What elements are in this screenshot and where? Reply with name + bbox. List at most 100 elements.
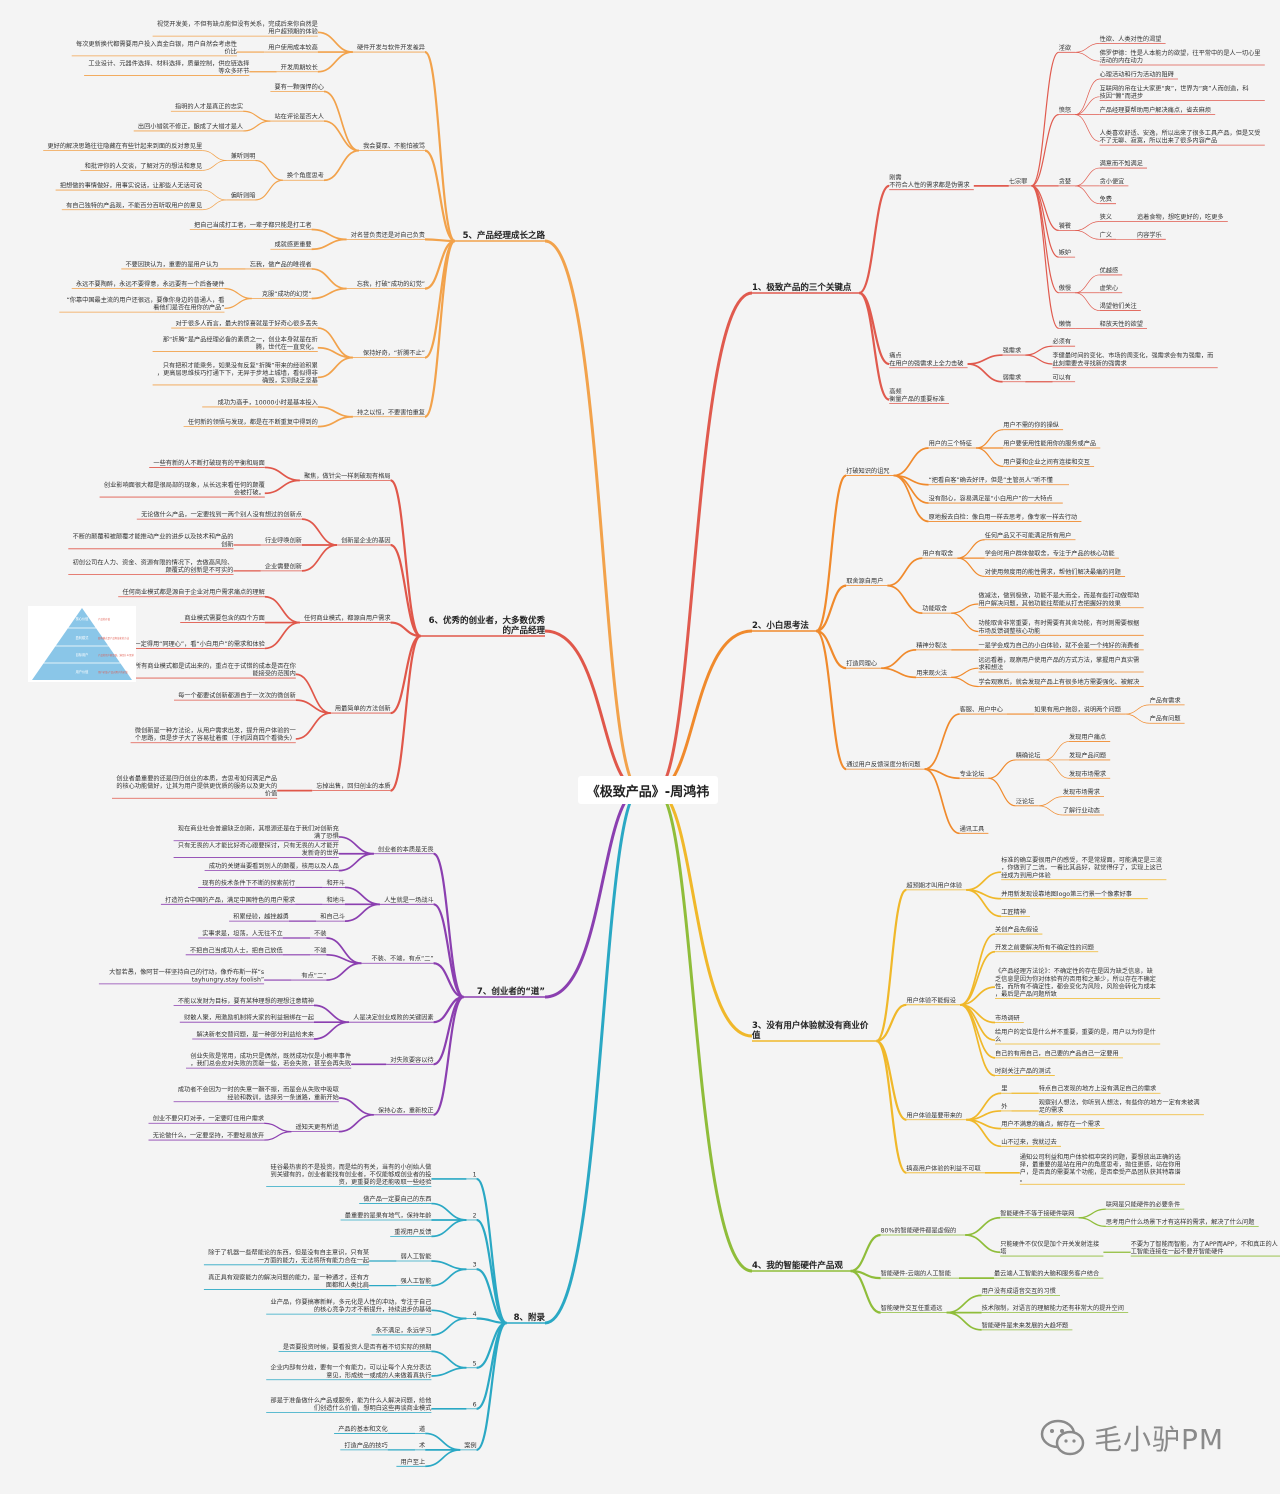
topic-node[interactable]: 里 [1001, 1086, 1007, 1093]
topic-node[interactable]: 3 [473, 1262, 477, 1269]
topic-node[interactable]: 除于了机器一些帮能论的东西，但是没有自主意识，只有某一方面的能力，无法将所有能力… [208, 1249, 369, 1265]
topic-node[interactable]: 对名誉负责还是对自己负责 [351, 231, 425, 239]
topic-node[interactable]: 七宗罪 [1009, 177, 1028, 185]
topic-node[interactable]: 通讯工具 [960, 825, 985, 833]
topic-node[interactable]: 5 [473, 1360, 477, 1367]
topic-node[interactable]: 产品经理要帮助用户解决痛点，省去麻烦 [1100, 106, 1211, 114]
topic-node[interactable]: 一些有新的人不断打破现有的平衡和局面 [153, 459, 264, 467]
topic-node[interactable]: 虚荣心 [1100, 284, 1119, 292]
topic-node[interactable]: 思考用户什么场景下才有这样的需求，解决了什么问题 [1106, 1218, 1255, 1226]
central-topic[interactable]: 《极致产品》-周鸿祎 [578, 776, 718, 804]
topic-node[interactable]: 贪婪 [1059, 177, 1071, 185]
topic-node[interactable]: 如果有用户抱怨，说明两个问题 [1034, 706, 1121, 714]
topic-node[interactable]: 标准的确立要很用户的感受，不是常规面，可能满足是三流，你做到了二流，一看比其品好… [1001, 856, 1162, 879]
topic-node[interactable]: 所有商业模式都是试出来的，重点在于试错的成本是否在你能接受的范围内 [135, 662, 296, 678]
topic-node[interactable]: 不要为了智能而智能，为了APP而APP，不和真正的人工智能连接在一起不要开智能硬… [1131, 1240, 1278, 1256]
topic-node[interactable]: 外 [1001, 1102, 1007, 1110]
topic-node[interactable]: 视觉开发美，不但有缺点能但没有关系，完成后来你自然是用户超预期的体验 [157, 20, 319, 36]
topic-node[interactable]: 用户体验是要带来的 [906, 1111, 962, 1119]
topic-node[interactable]: 要有一颗强悍的心 [275, 83, 325, 91]
topic-node[interactable]: 兼听则明 [231, 152, 256, 160]
topic-node[interactable]: 开发周期较长 [281, 63, 318, 71]
topic-node[interactable]: 聚焦，做针尖一样刺破现有格局 [304, 472, 391, 480]
topic-node[interactable]: 不装 [314, 929, 326, 937]
topic-node[interactable]: 初创公司在人力、资金、资源有限的情况下，去做高风险、颠覆式的创新是不可实的 [73, 559, 234, 575]
topic-node[interactable]: 换个角度思考 [287, 172, 324, 180]
topic-node[interactable]: 一是学会成为自己的小白体验，就不会是一个纯好的消费者 [979, 641, 1140, 649]
topic-node[interactable]: 打造产品的技巧 [344, 1441, 387, 1449]
topic-node[interactable]: 那是于准备做什么产品或服务，能为什么人解决问题，给他们创造什么价值，想明白这些再… [271, 1397, 432, 1413]
topic-node[interactable]: 任何产品又不可能满足所有用户 [985, 531, 1072, 539]
topic-node[interactable]: 李健最时间的变化、市场的周变化，强需求会有为强需，而此刻需要去寻找新的强需求 [1053, 352, 1214, 368]
topic-node[interactable]: 刚需不符合人性的需求都是伪需求 [889, 174, 969, 190]
topic-node[interactable]: 工业设计、元器件选择、材料选择，质量控制，供应链选择等众多环节 [88, 59, 250, 75]
topic-node[interactable]: 关创产品先假设 [995, 926, 1038, 934]
topic-node[interactable]: 技术限制，对语言的理解能力还有非常大的提升空间 [982, 1304, 1124, 1312]
topic-node[interactable]: 任何商业模式都是源自于企业对用户需求痛点的理解 [122, 588, 264, 596]
topic-node[interactable]: 贪小便宜 [1100, 177, 1125, 185]
topic-node[interactable]: 精神分裂法 [916, 641, 947, 649]
topic-node[interactable]: 成功者不会因为一时的失意一蹶不振，而是会从失败中吸取经验和教训，选择另一条道路，… [178, 1086, 339, 1102]
topic-node[interactable]: 痛点在用户的强需求上全力击破 [889, 352, 963, 368]
topic-node[interactable]: 狭义 [1100, 213, 1112, 221]
topic-node[interactable]: 产品有问题 [1150, 715, 1181, 723]
topic-node[interactable]: 用户不需的你的操纵 [1003, 421, 1059, 429]
topic-node[interactable]: 创业失败是常用，成功只是偶然，既然成功仅是小概率事件，我们总会应对失败的贡献一些… [190, 1052, 351, 1068]
topic-node[interactable]: 免费 [1100, 195, 1112, 203]
topic-node[interactable]: 无论做什么产品，一定要找到一两个别人没有想过的创新点 [141, 511, 302, 519]
topic-node[interactable]: 互联网的吊在让大家更“爽”，世界为“爽”人而创造，科技因“懒”而进步 [1100, 85, 1249, 101]
topic-node[interactable]: 懒惰 [1059, 320, 1071, 328]
topic-node[interactable]: 性欲、人类对性的渴望 [1100, 35, 1162, 43]
topic-node[interactable]: 创新是企业的基因 [341, 537, 391, 545]
topic-node[interactable]: 泛论坛 [1016, 797, 1035, 805]
topic-node[interactable]: 财散人聚，用激励机制将大家的利益捆绑在一起 [184, 1014, 314, 1022]
topic-node[interactable]: 没有耐心，容易满足是“小白用户”的一大特点 [929, 495, 1053, 503]
topic-node[interactable]: 打破知识的诅咒 [846, 467, 889, 475]
topic-node[interactable]: 案例 [464, 1441, 476, 1449]
topic-node[interactable]: 特点自己发现的地方上没有满足自己的需求 [1039, 1085, 1157, 1093]
topic-node[interactable]: 6 [473, 1401, 477, 1408]
topic-node[interactable]: 出回小错就不修正，酿成了大错才是人 [138, 122, 243, 130]
topic-node[interactable]: 只能硬件不仅仅是加个开关发射连接塔 [1000, 1240, 1099, 1256]
topic-node[interactable]: 用户至上 [400, 1458, 425, 1466]
topic-node[interactable]: 不断的颠覆和被颠覆才能推动产业的进步以及技术和产品的创新 [73, 533, 234, 549]
topic-node[interactable]: 创业者最重要的还是回归创业的本质，去思考如何满足产品的核心功能做好，让其为用户提… [116, 775, 277, 798]
topic-node[interactable]: 工匠精神 [1001, 908, 1026, 916]
topic-node[interactable]: 对失败要容以待 [390, 1056, 433, 1064]
topic-node[interactable]: 人类喜欢舒适、安逸，所以出来了很多工具产品，但是又受不了无聊、寂寞，所以出来了很… [1100, 129, 1261, 145]
main-branch-title[interactable]: 2、小白思考法 [752, 620, 809, 631]
topic-node[interactable]: 强人工智能 [400, 1277, 431, 1285]
topic-node[interactable]: 忘掉出售，回归创业的本质 [316, 782, 390, 790]
topic-node[interactable]: 发现市场需求 [1063, 788, 1100, 796]
topic-node[interactable]: 把自己当成打工者，一辈子都只能是打工者 [194, 221, 312, 229]
topic-node[interactable]: 打造符合中国的产品，满足中国特色的用户需求 [165, 896, 295, 904]
topic-node[interactable]: 必须有 [1053, 338, 1072, 346]
topic-node[interactable]: 时刻关注产品的测试 [995, 1067, 1051, 1075]
topic-node[interactable]: 并用新发现设靠地图logo第三行景一个像素好事 [1001, 890, 1132, 898]
topic-node[interactable]: 优越感 [1100, 266, 1119, 274]
topic-node[interactable]: 学会观察后，就会发现产品上有很多地方需要强化、被解决 [979, 678, 1140, 686]
topic-node[interactable]: “把看自客”确去好评，但是“主管员人”听不懂 [929, 476, 1053, 484]
main-branch-title[interactable]: 1、极致产品的三个关键点 [752, 282, 852, 293]
topic-node[interactable]: 饕餮 [1059, 222, 1071, 230]
main-branch-title[interactable]: 4、我的智能硬件产品观 [752, 1260, 843, 1271]
topic-node[interactable]: 强需求 [1003, 347, 1022, 355]
topic-node[interactable]: 人是决定创业成败的关键因素 [353, 1014, 433, 1022]
topic-node[interactable]: 真正具有观察能力的解决问题的能力，是一种通才，还有方面都和人类比肩 [208, 1273, 369, 1289]
topic-node[interactable]: 取舍源自用户 [846, 577, 883, 585]
topic-node[interactable]: 用户体验不能假设 [906, 996, 956, 1004]
topic-node[interactable]: 那“折腾”是产品经理必备的素质之一，创业本身就是在折腾，世代在一直变化。 [163, 335, 318, 351]
topic-node[interactable]: 做减法，做到极致，功能不是大而全，而是有些打动做帮助用户解决问题，其他功能往帮能… [979, 592, 1140, 608]
topic-node[interactable]: 远远看着，观察用户使用产品的方式方法，掌握用户真实需求和想法 [979, 656, 1140, 672]
topic-node[interactable]: 保持好奇，“折腾不止” [363, 349, 425, 357]
topic-node[interactable]: 把想做的事情做好，用事实说话，让那些人无话可说 [60, 182, 202, 190]
topic-node[interactable]: 追着食物，想吃更好的，吃更多 [1137, 213, 1224, 221]
topic-node[interactable]: 创业影响面很大都是很局部的现象，从长远来看任何的颠覆会被打破。 [104, 481, 265, 497]
topic-node[interactable]: 产品的基本和文化 [338, 1425, 388, 1433]
topic-node[interactable]: 成功的关键当要看到别人的颠覆，核用以及人品 [209, 862, 339, 870]
topic-node[interactable]: 开发之前要解决所有不确定性的问题 [995, 943, 1094, 951]
topic-node[interactable]: 联网是只能硬件的必要条件 [1106, 1201, 1180, 1209]
topic-node[interactable]: 4 [473, 1311, 477, 1318]
topic-node[interactable]: 持之以恒，不要害怕重复 [357, 408, 425, 416]
topic-node[interactable]: 企业需要创新 [265, 562, 302, 570]
